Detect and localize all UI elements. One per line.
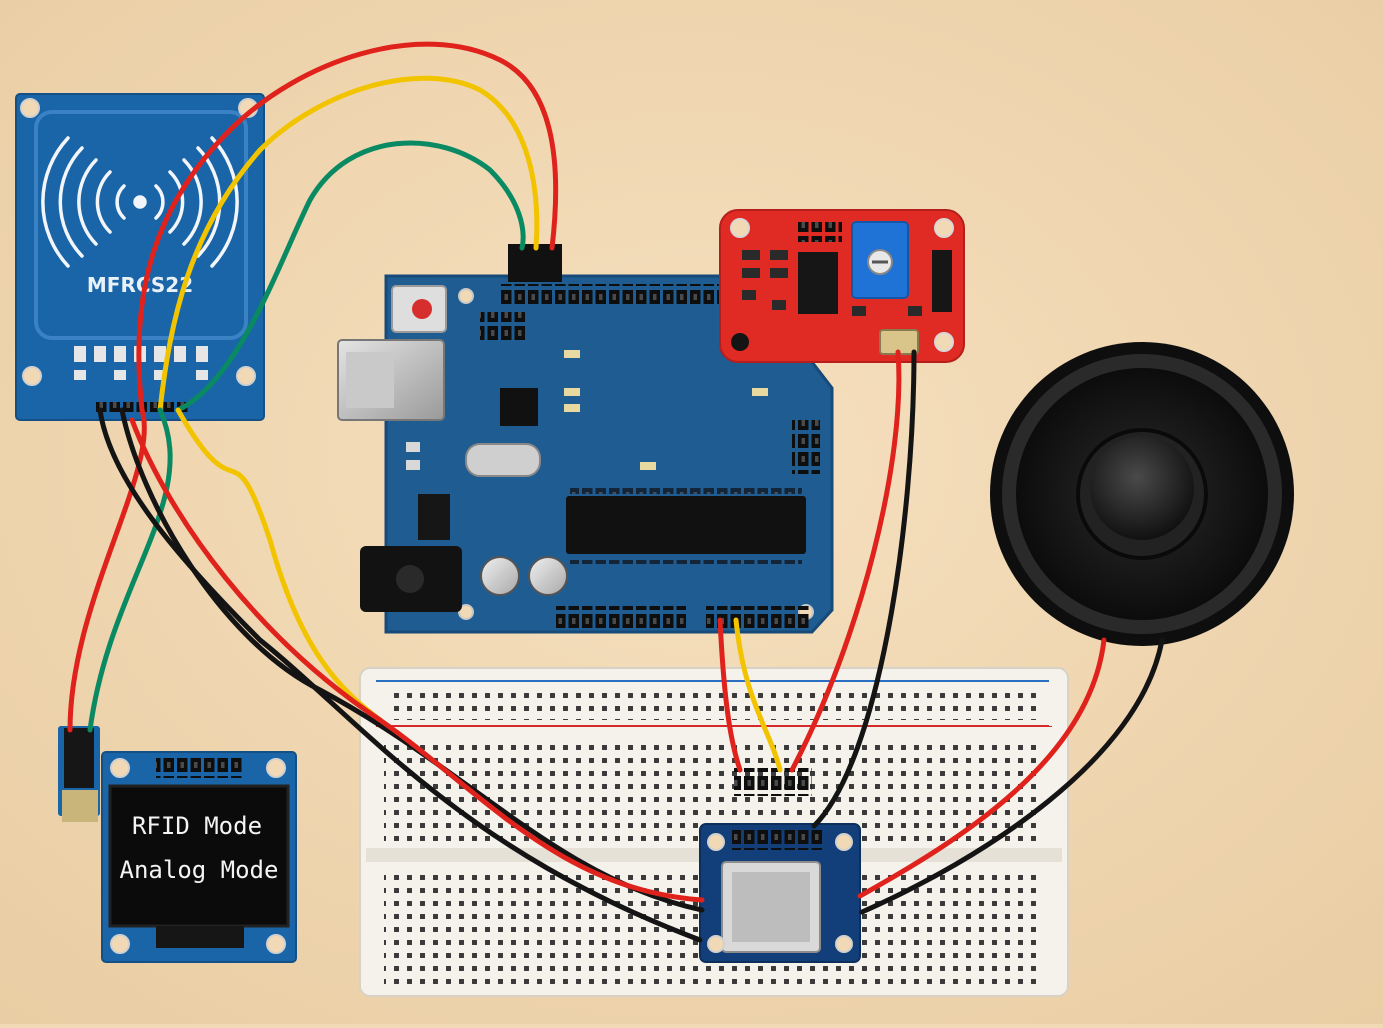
rfid-module-label: MFRCS22 [87, 273, 193, 297]
jumper-wires [67, 41, 1165, 943]
arduino-wire-header [508, 244, 562, 282]
rfid-reader-module: MFRCS22 [15, 93, 265, 421]
breadboard-header [734, 768, 812, 796]
speaker [990, 342, 1294, 646]
arduino-uno-board [337, 274, 834, 634]
atmega-chip [566, 496, 806, 554]
oled-line-2: Analog Mode [120, 856, 279, 884]
oled-line-1: RFID Mode [132, 812, 262, 840]
mp3-sd-module [699, 823, 861, 963]
oled-display-module: RFID Mode Analog Mode [58, 726, 297, 963]
nfc-waves-icon [41, 136, 239, 268]
potentiometer-module [719, 209, 965, 363]
